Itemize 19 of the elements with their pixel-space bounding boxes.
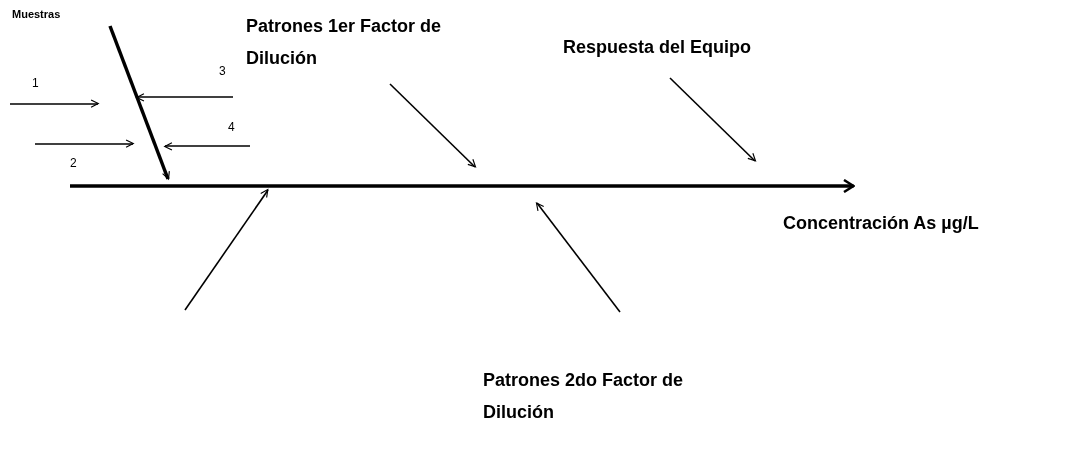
cause-label: Patrones 2do Factor de Dilución <box>483 364 718 428</box>
cause-label: Patrones 1er Factor de Dilución <box>246 10 491 74</box>
arrow <box>34 139 134 148</box>
arrow <box>164 142 251 151</box>
cause-label: Concentración As µg/L <box>783 210 1053 237</box>
spine-arrow <box>70 179 855 193</box>
arrow <box>389 83 476 168</box>
arrow <box>184 189 269 311</box>
arrow <box>136 93 234 102</box>
cause-label: Muestras <box>12 6 92 23</box>
cause-label: 2 <box>70 154 84 172</box>
cause-label: Respuesta del Equipo <box>563 34 823 61</box>
cause-label: 1 <box>32 74 46 92</box>
cause-label: 4 <box>228 118 242 136</box>
arrow <box>9 99 99 108</box>
arrow <box>108 25 170 180</box>
cause-label: 3 <box>219 62 233 80</box>
arrow <box>669 77 756 162</box>
arrow <box>536 202 621 313</box>
